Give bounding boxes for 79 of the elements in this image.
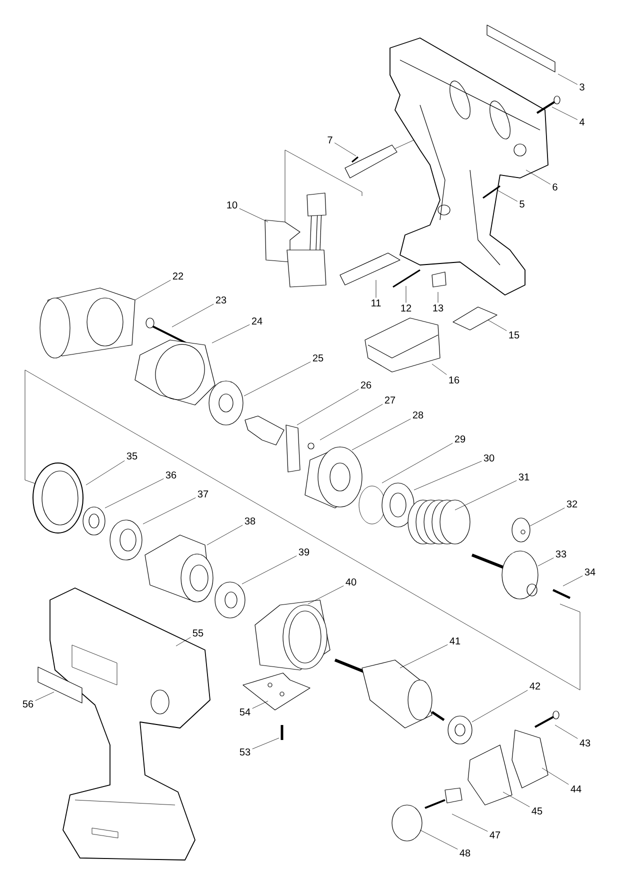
leader-line: [554, 724, 578, 739]
callout-number: 24: [252, 318, 262, 324]
callout-number: 44: [570, 786, 582, 792]
leader-line: [414, 460, 482, 490]
callout-number: 36: [166, 471, 176, 479]
callout-number: 31: [518, 473, 530, 481]
leader-line: [352, 418, 411, 450]
leader-line: [400, 644, 448, 668]
callout-number: 41: [450, 638, 460, 644]
leader-line: [538, 558, 554, 566]
callout-number: 32: [566, 500, 578, 508]
leader-line: [239, 208, 268, 222]
leader-line: [562, 576, 583, 586]
leader-line: [296, 389, 359, 426]
leader-line: [206, 524, 243, 546]
callout-number: 26: [360, 381, 372, 389]
leader-line: [526, 170, 551, 184]
callout-number: 10: [227, 201, 238, 209]
leader-line: [172, 304, 214, 328]
callout-number: 3: [580, 83, 584, 91]
leader-line: [502, 792, 530, 808]
callout-number: 23: [216, 296, 226, 304]
callout-number: 5: [520, 200, 524, 208]
leader-line: [382, 442, 453, 484]
callout-number: 6: [552, 183, 558, 191]
callout-number: 27: [384, 396, 396, 404]
callout-number: 30: [484, 454, 494, 462]
callout-number: 29: [454, 435, 466, 443]
leader-line: [496, 190, 518, 202]
leader-line: [488, 320, 507, 331]
leader-line: [530, 508, 565, 526]
leader-line: [542, 768, 569, 785]
leader-line: [35, 692, 54, 701]
callout-number: 39: [298, 548, 310, 556]
callout-number: 43: [580, 739, 590, 747]
callout-number: 7: [328, 136, 332, 144]
callout-number: 25: [312, 354, 324, 362]
callout-number: 12: [401, 304, 412, 312]
leader-line: [454, 480, 517, 510]
callout-number: 53: [240, 748, 250, 756]
leader-line: [320, 404, 383, 440]
callout-number: 56: [22, 700, 34, 708]
callout-number: 40: [346, 578, 356, 586]
leader-line: [142, 497, 196, 524]
leader-line: [552, 106, 578, 120]
leader-line: [334, 142, 356, 156]
callout-number: 42: [530, 682, 540, 690]
callout-number: 54: [240, 708, 250, 716]
leader-line: [244, 362, 311, 396]
callout-number: 16: [449, 376, 460, 384]
callout-number: 47: [490, 832, 500, 838]
callout-number: 28: [412, 411, 424, 419]
callout-number: 37: [198, 490, 208, 498]
leader-line: [104, 478, 164, 508]
callout-number: 34: [584, 568, 596, 576]
callout-number: 35: [126, 452, 138, 460]
callout-number: 4: [579, 118, 584, 126]
leader-line: [432, 364, 447, 375]
callout-number: 33: [556, 550, 566, 558]
leader-line: [472, 690, 528, 722]
callout-number: 55: [192, 630, 204, 636]
leader-line: [176, 637, 191, 646]
leader-line: [86, 460, 125, 486]
callout-number: 15: [509, 332, 520, 338]
callout-number: 13: [433, 304, 444, 312]
leader-line: [212, 324, 250, 344]
callout-number: 45: [532, 808, 542, 814]
leader-line: [242, 556, 297, 584]
callout-number: 38: [244, 517, 256, 525]
leader-line: [252, 700, 268, 709]
leader-line: [420, 830, 458, 850]
leader-line: [252, 738, 280, 750]
leader-line: [134, 280, 171, 300]
callout-number: 11: [372, 300, 381, 306]
leader-line: [558, 74, 578, 85]
leader-line: [452, 814, 488, 832]
leader-line: [308, 586, 344, 604]
callout-number: 22: [172, 272, 184, 280]
callout-number: 48: [460, 849, 470, 857]
